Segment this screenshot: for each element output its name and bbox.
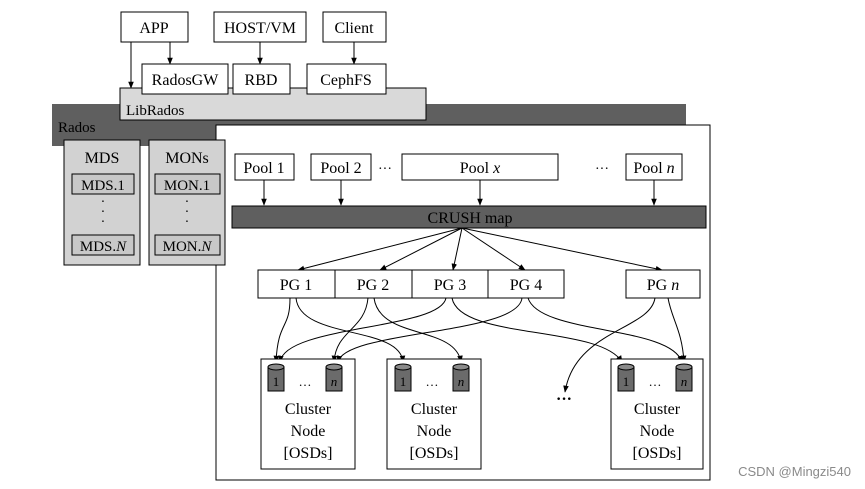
curve-pg3-node3 — [451, 297, 623, 363]
pg-4-label: PG 4 — [510, 277, 542, 294]
rbd-label: RBD — [245, 72, 278, 89]
node-2-line3: [OSDs] — [410, 445, 459, 462]
mds-first: MDS.1 — [81, 178, 125, 194]
arrow-crush-pg1 — [297, 227, 463, 272]
node-1-disk-dots: … — [299, 374, 312, 389]
node-2-line1: Cluster — [411, 401, 458, 418]
curve-pg1-node1a — [273, 297, 291, 363]
client-label: Client — [334, 20, 374, 37]
pool-x-box — [401, 153, 559, 181]
pool-ellipsis-2: ··· — [595, 162, 609, 177]
mon-last-box — [154, 234, 221, 256]
librados-label: LibRados — [126, 103, 184, 119]
radosgw-box — [141, 63, 229, 95]
app-box — [120, 11, 189, 43]
node-2-disk-last-label: n — [458, 374, 465, 389]
cluster-node-1: 1 … n Cluster Node [OSDs] — [260, 358, 356, 470]
mds-first-box — [71, 173, 135, 195]
mds-dots-2: · — [101, 205, 106, 220]
pool-2-box — [310, 153, 372, 181]
crush-map-bar — [231, 205, 707, 229]
curve-pg4-node2 — [336, 297, 523, 363]
node-2-disk-last-top — [452, 363, 470, 371]
curve-pg2-node2b — [373, 297, 463, 363]
node-2-disk-first-top — [394, 363, 412, 371]
nodes-between-dots: ··· — [556, 391, 572, 408]
node-1-disk-first-top — [267, 363, 285, 371]
curve-pgn-dots — [563, 297, 656, 393]
host-vm-label: HOST/VM — [224, 20, 296, 37]
arrow-crush-pg2 — [379, 227, 463, 271]
pool-1-label: Pool 1 — [243, 160, 284, 177]
pg-2-box — [334, 269, 413, 299]
mds-dots-1: · — [101, 195, 106, 210]
node-1-disk-last-top — [325, 363, 343, 371]
arrow-crush-pg3 — [451, 227, 463, 271]
pg-n-label: PG n — [647, 277, 679, 294]
node-3-disk-last-top — [675, 363, 693, 371]
mon-first-box — [154, 173, 221, 195]
pool-ellipsis-1: ··· — [378, 162, 392, 177]
watermark: CSDN @Mingzi540 — [738, 464, 851, 479]
node-2-disk-dots: … — [426, 374, 439, 389]
cluster-node-3: 1 … n Cluster Node [OSDs] — [610, 358, 704, 470]
pool-n-box — [625, 153, 683, 181]
arrow-crush-pg4 — [461, 227, 526, 271]
pg-3-box — [411, 269, 489, 299]
node-3-disk-first-label: 1 — [623, 374, 630, 389]
curve-pg4-node3 — [527, 297, 683, 363]
node-3-disk-dots: … — [649, 374, 662, 389]
node-1-disk-last-label: n — [331, 374, 338, 389]
arrow-crush-pgn — [461, 227, 663, 272]
node-2-line2: Node — [417, 423, 452, 440]
mds-last-box — [71, 234, 135, 256]
node-3-line1: Cluster — [634, 401, 681, 418]
mon-dots-3: · — [185, 215, 190, 230]
cluster-node-2: 1 … n Cluster Node [OSDs] — [386, 358, 482, 470]
pg-n-box — [625, 269, 701, 299]
node-2-disk-first-label: 1 — [400, 374, 407, 389]
node-1-line1: Cluster — [285, 401, 332, 418]
mon-first: MON.1 — [164, 178, 210, 194]
curve-pg3-node1 — [278, 297, 447, 363]
rados-label: Rados — [58, 120, 96, 136]
node-1-line3: [OSDs] — [284, 445, 333, 462]
curve-pg1-node2a — [295, 297, 406, 363]
pool-1-box — [234, 153, 295, 181]
node-1-line2: Node — [291, 423, 326, 440]
pool-x-label: Pool x — [460, 160, 500, 177]
node-3-disk-last-label: n — [681, 374, 688, 389]
pg-1-box — [257, 269, 336, 299]
pg-4-box — [487, 269, 565, 299]
node-3-line3: [OSDs] — [633, 445, 682, 462]
mds-dots-3: · — [101, 215, 106, 230]
pg-1-label: PG 1 — [280, 277, 312, 294]
pg-2-label: PG 2 — [357, 277, 389, 294]
app-label: APP — [139, 20, 168, 37]
cephfs-box — [306, 63, 387, 95]
mon-last: MON.N — [163, 239, 213, 255]
node-3-disk-first-top — [617, 363, 635, 371]
mon-dots-1: · — [185, 195, 190, 210]
mds-last: MDS.N — [80, 239, 127, 255]
mon-dots-2: · — [185, 205, 190, 220]
rbd-box — [232, 63, 291, 95]
radosgw-label: RadosGW — [152, 72, 220, 89]
curve-pgn-node3 — [667, 297, 687, 363]
pg-3-label: PG 3 — [434, 277, 466, 294]
pool-2-label: Pool 2 — [320, 160, 361, 177]
mds-title: MDS — [85, 150, 120, 167]
pg-node-connections — [273, 297, 687, 393]
pool-n-label: Pool n — [633, 160, 674, 177]
node-3-line2: Node — [640, 423, 675, 440]
crush-map-label: CRUSH map — [428, 210, 513, 227]
node-1-disk-first-label: 1 — [273, 374, 280, 389]
mons-title: MONs — [165, 150, 209, 167]
cephfs-label: CephFS — [320, 72, 372, 89]
